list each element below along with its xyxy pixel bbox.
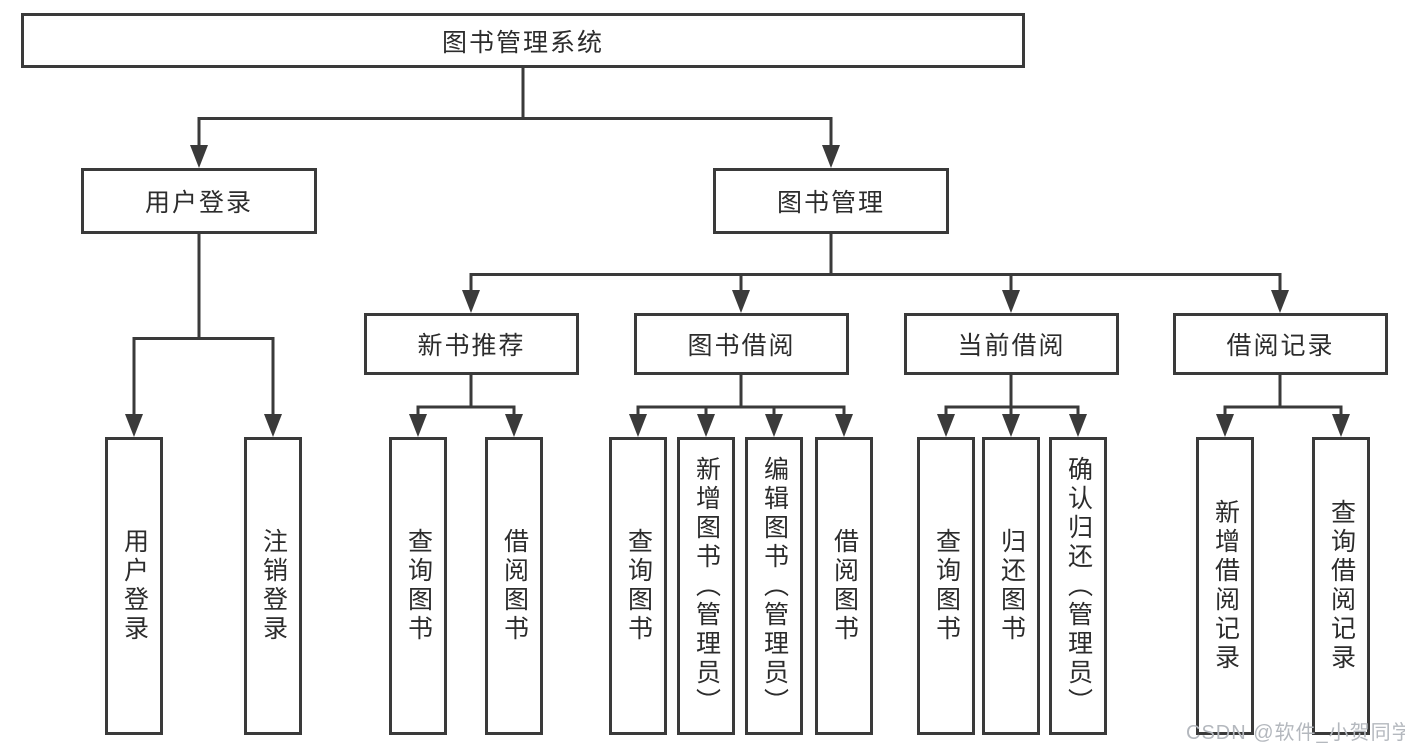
node-leaf-add-book-admin: 新增图书（管理员）	[677, 437, 735, 735]
leaf-label: 编辑图书（管理员）	[760, 455, 789, 717]
node-leaf-query-books-borrowing: 查询图书	[609, 437, 667, 735]
arrow-down-icon	[629, 414, 647, 437]
leaf-label: 用户登录	[120, 528, 149, 644]
arrow-down-icon	[264, 414, 282, 437]
arrow-down-icon	[1002, 290, 1020, 313]
node-borrowing-records: 借阅记录	[1173, 313, 1388, 375]
node-leaf-user-login: 用户登录	[105, 437, 163, 735]
node-leaf-query-books-recommend: 查询图书	[389, 437, 447, 735]
connector-path	[132, 68, 1343, 418]
arrow-down-icon	[822, 145, 840, 168]
arrow-down-icon	[1069, 414, 1087, 437]
node-leaf-edit-book-admin: 编辑图书（管理员）	[745, 437, 803, 735]
arrow-down-icon	[1271, 290, 1289, 313]
arrow-down-icon	[409, 414, 427, 437]
node-book-management: 图书管理	[713, 168, 949, 234]
leaf-label: 确认归还（管理员）	[1064, 455, 1093, 717]
arrow-down-icon	[1332, 414, 1350, 437]
watermark: CSDN @软件_小贺同学	[1186, 722, 1405, 744]
leaf-label: 借阅图书	[500, 528, 529, 644]
node-user-login: 用户登录	[81, 168, 317, 234]
arrow-down-icon	[462, 290, 480, 313]
node-leaf-add-borrow-record: 新增借阅记录	[1196, 437, 1254, 735]
leaf-label: 查询借阅记录	[1327, 499, 1356, 673]
leaf-label: 归还图书	[997, 528, 1026, 644]
arrow-down-icon	[937, 414, 955, 437]
arrow-down-icon	[1216, 414, 1234, 437]
leaf-label: 查询图书	[932, 528, 961, 644]
node-leaf-borrow-books-borrowing: 借阅图书	[815, 437, 873, 735]
arrow-down-icon	[190, 145, 208, 168]
leaf-label: 借阅图书	[830, 528, 859, 644]
node-leaf-query-borrow-record: 查询借阅记录	[1312, 437, 1370, 735]
node-leaf-query-books-current: 查询图书	[917, 437, 975, 735]
node-leaf-borrow-books-recommend: 借阅图书	[485, 437, 543, 735]
leaf-label: 新增图书（管理员）	[692, 455, 721, 717]
node-leaf-logout: 注销登录	[244, 437, 302, 735]
node-leaf-return-books: 归还图书	[982, 437, 1040, 735]
arrow-down-icon	[125, 414, 143, 437]
arrow-down-icon	[697, 414, 715, 437]
arrow-down-icon	[1002, 414, 1020, 437]
leaf-label: 注销登录	[259, 528, 288, 644]
node-new-book-recommendation: 新书推荐	[364, 313, 579, 375]
arrow-down-icon	[732, 290, 750, 313]
node-current-borrowing: 当前借阅	[904, 313, 1119, 375]
leaf-label: 查询图书	[404, 528, 433, 644]
arrow-down-icon	[505, 414, 523, 437]
arrowhead-icons	[125, 145, 1350, 437]
arrow-down-icon	[765, 414, 783, 437]
node-leaf-confirm-return-admin: 确认归还（管理员）	[1049, 437, 1107, 735]
node-library-management-system: 图书管理系统	[21, 13, 1025, 68]
leaf-label: 查询图书	[624, 528, 653, 644]
node-book-borrowing: 图书借阅	[634, 313, 849, 375]
arrow-down-icon	[835, 414, 853, 437]
leaf-label: 新增借阅记录	[1211, 499, 1240, 673]
